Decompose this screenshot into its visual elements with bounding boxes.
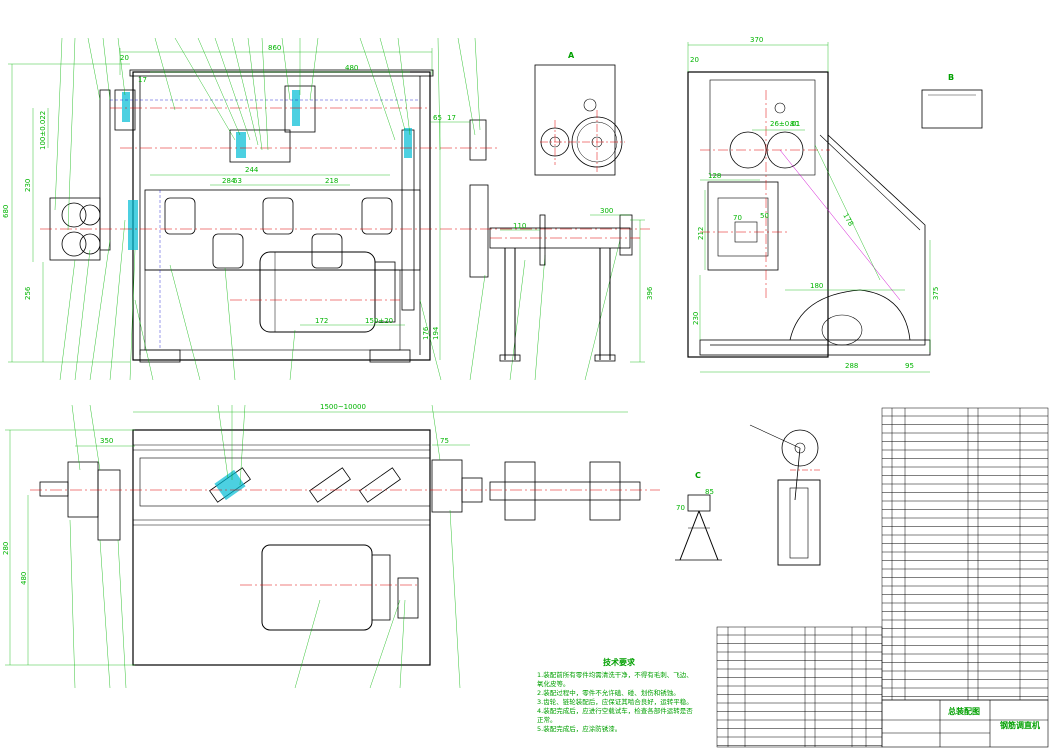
dim-480: 480	[20, 572, 28, 585]
dim-218: 218	[325, 177, 338, 185]
tech-line-3: 2.装配过程中，零件不允许磕、碰、划伤和锈蚀。	[537, 688, 680, 697]
dim-284: 284	[222, 177, 236, 185]
tech-line-2: 氧化皮等。	[537, 679, 570, 688]
dim-176: 176	[422, 326, 430, 340]
dim-50: 50	[760, 212, 769, 220]
tech-line-1: 1.装配前所有零件均需清洗干净，不得有毛刺、飞边、	[537, 670, 693, 679]
dim-375: 375	[932, 287, 940, 300]
dim-194: 194	[432, 326, 440, 340]
dim-110: 110	[513, 222, 526, 230]
dim-95: 95	[905, 362, 914, 370]
dim-300: 300	[600, 207, 613, 215]
feed-table	[489, 214, 640, 362]
detail-view-b	[921, 89, 983, 129]
machine-name: 钢筋调直机	[1000, 720, 1040, 730]
dim-length: 1500~10000	[320, 403, 366, 411]
dim-height-256: 256	[24, 286, 32, 300]
tech-line-5: 4.装配完成后，应进行空载试车，检查各部件运转是否	[537, 706, 693, 715]
parts-list-upper	[881, 407, 1049, 701]
dim-128: 128	[708, 172, 721, 180]
view-c-label: C	[695, 471, 701, 480]
dim-top-width: 860	[268, 44, 281, 52]
dim-172: 172	[315, 317, 328, 325]
side-view-dims	[687, 42, 931, 373]
dim-height-230: 230	[24, 179, 32, 192]
dim-inner-width: 480	[345, 64, 358, 72]
dim-65: 65	[433, 114, 442, 122]
tech-line-6: 正常。	[537, 715, 557, 724]
detail-view-tensioner	[749, 424, 821, 566]
dim-side-20: 20	[690, 56, 699, 64]
dim-85: 85	[705, 488, 714, 496]
front-view-dimension-text: 860 480 20 17 63 218 284 244 172 150±20 …	[2, 44, 456, 340]
tech-heading: 技术要求	[603, 657, 636, 667]
plan-view-dim-text: 1500~10000 350 75 280 480	[2, 403, 449, 585]
dim-350: 350	[100, 437, 113, 445]
plan-view-dims	[5, 404, 628, 689]
side-view	[687, 71, 931, 358]
view-a-label: A	[568, 51, 575, 60]
detail-view-stand	[675, 494, 722, 561]
dim-80: 80	[790, 120, 799, 128]
dim-150: 150±20	[365, 317, 393, 325]
side-view-dim-text: 370 20 26±0.01 80 128 212 70 50 180 230 …	[690, 36, 940, 370]
dim-180: 180	[810, 282, 823, 290]
dim-side-230: 230	[692, 312, 700, 325]
dim-height-680: 680	[2, 205, 10, 218]
dim-212: 212	[697, 227, 705, 240]
front-view-dimensions	[8, 37, 621, 381]
tech-line-4: 3.齿轮、链轮装配后，应保证其啮合良好，运转平稳。	[537, 697, 693, 706]
dim-detail-70: 70	[676, 504, 685, 512]
plan-view	[30, 429, 660, 666]
detail-view-gears	[534, 64, 625, 176]
dim-178: 178	[841, 212, 855, 228]
view-b-label: B	[948, 73, 954, 82]
dim-20: 20	[120, 54, 129, 62]
front-view	[40, 69, 650, 363]
dim-244: 244	[245, 166, 259, 174]
dim-396: 396	[646, 286, 654, 300]
dim-63: 63	[233, 177, 242, 185]
dim-side-70: 70	[733, 214, 742, 222]
dim-288: 288	[845, 362, 858, 370]
tech-line-7: 5.装配完成后，应涂防锈漆。	[537, 724, 621, 733]
title-block	[881, 699, 1049, 748]
dim-26: 26±0.01	[770, 120, 800, 128]
dim-height-100: 100±0.022	[39, 111, 47, 150]
drawing-title: 总装配图	[948, 706, 980, 716]
dim-75: 75	[440, 437, 449, 445]
dim-17b: 17	[447, 114, 456, 122]
dim-280: 280	[2, 542, 10, 555]
parts-list-lower	[716, 626, 883, 748]
dim-17: 17	[138, 76, 147, 84]
dim-370: 370	[750, 36, 763, 44]
technical-requirements: 技术要求 1.装配前所有零件均需清洗干净，不得有毛刺、飞边、 氧化皮等。 2.装…	[537, 657, 693, 733]
feed-table-dims	[500, 214, 645, 363]
